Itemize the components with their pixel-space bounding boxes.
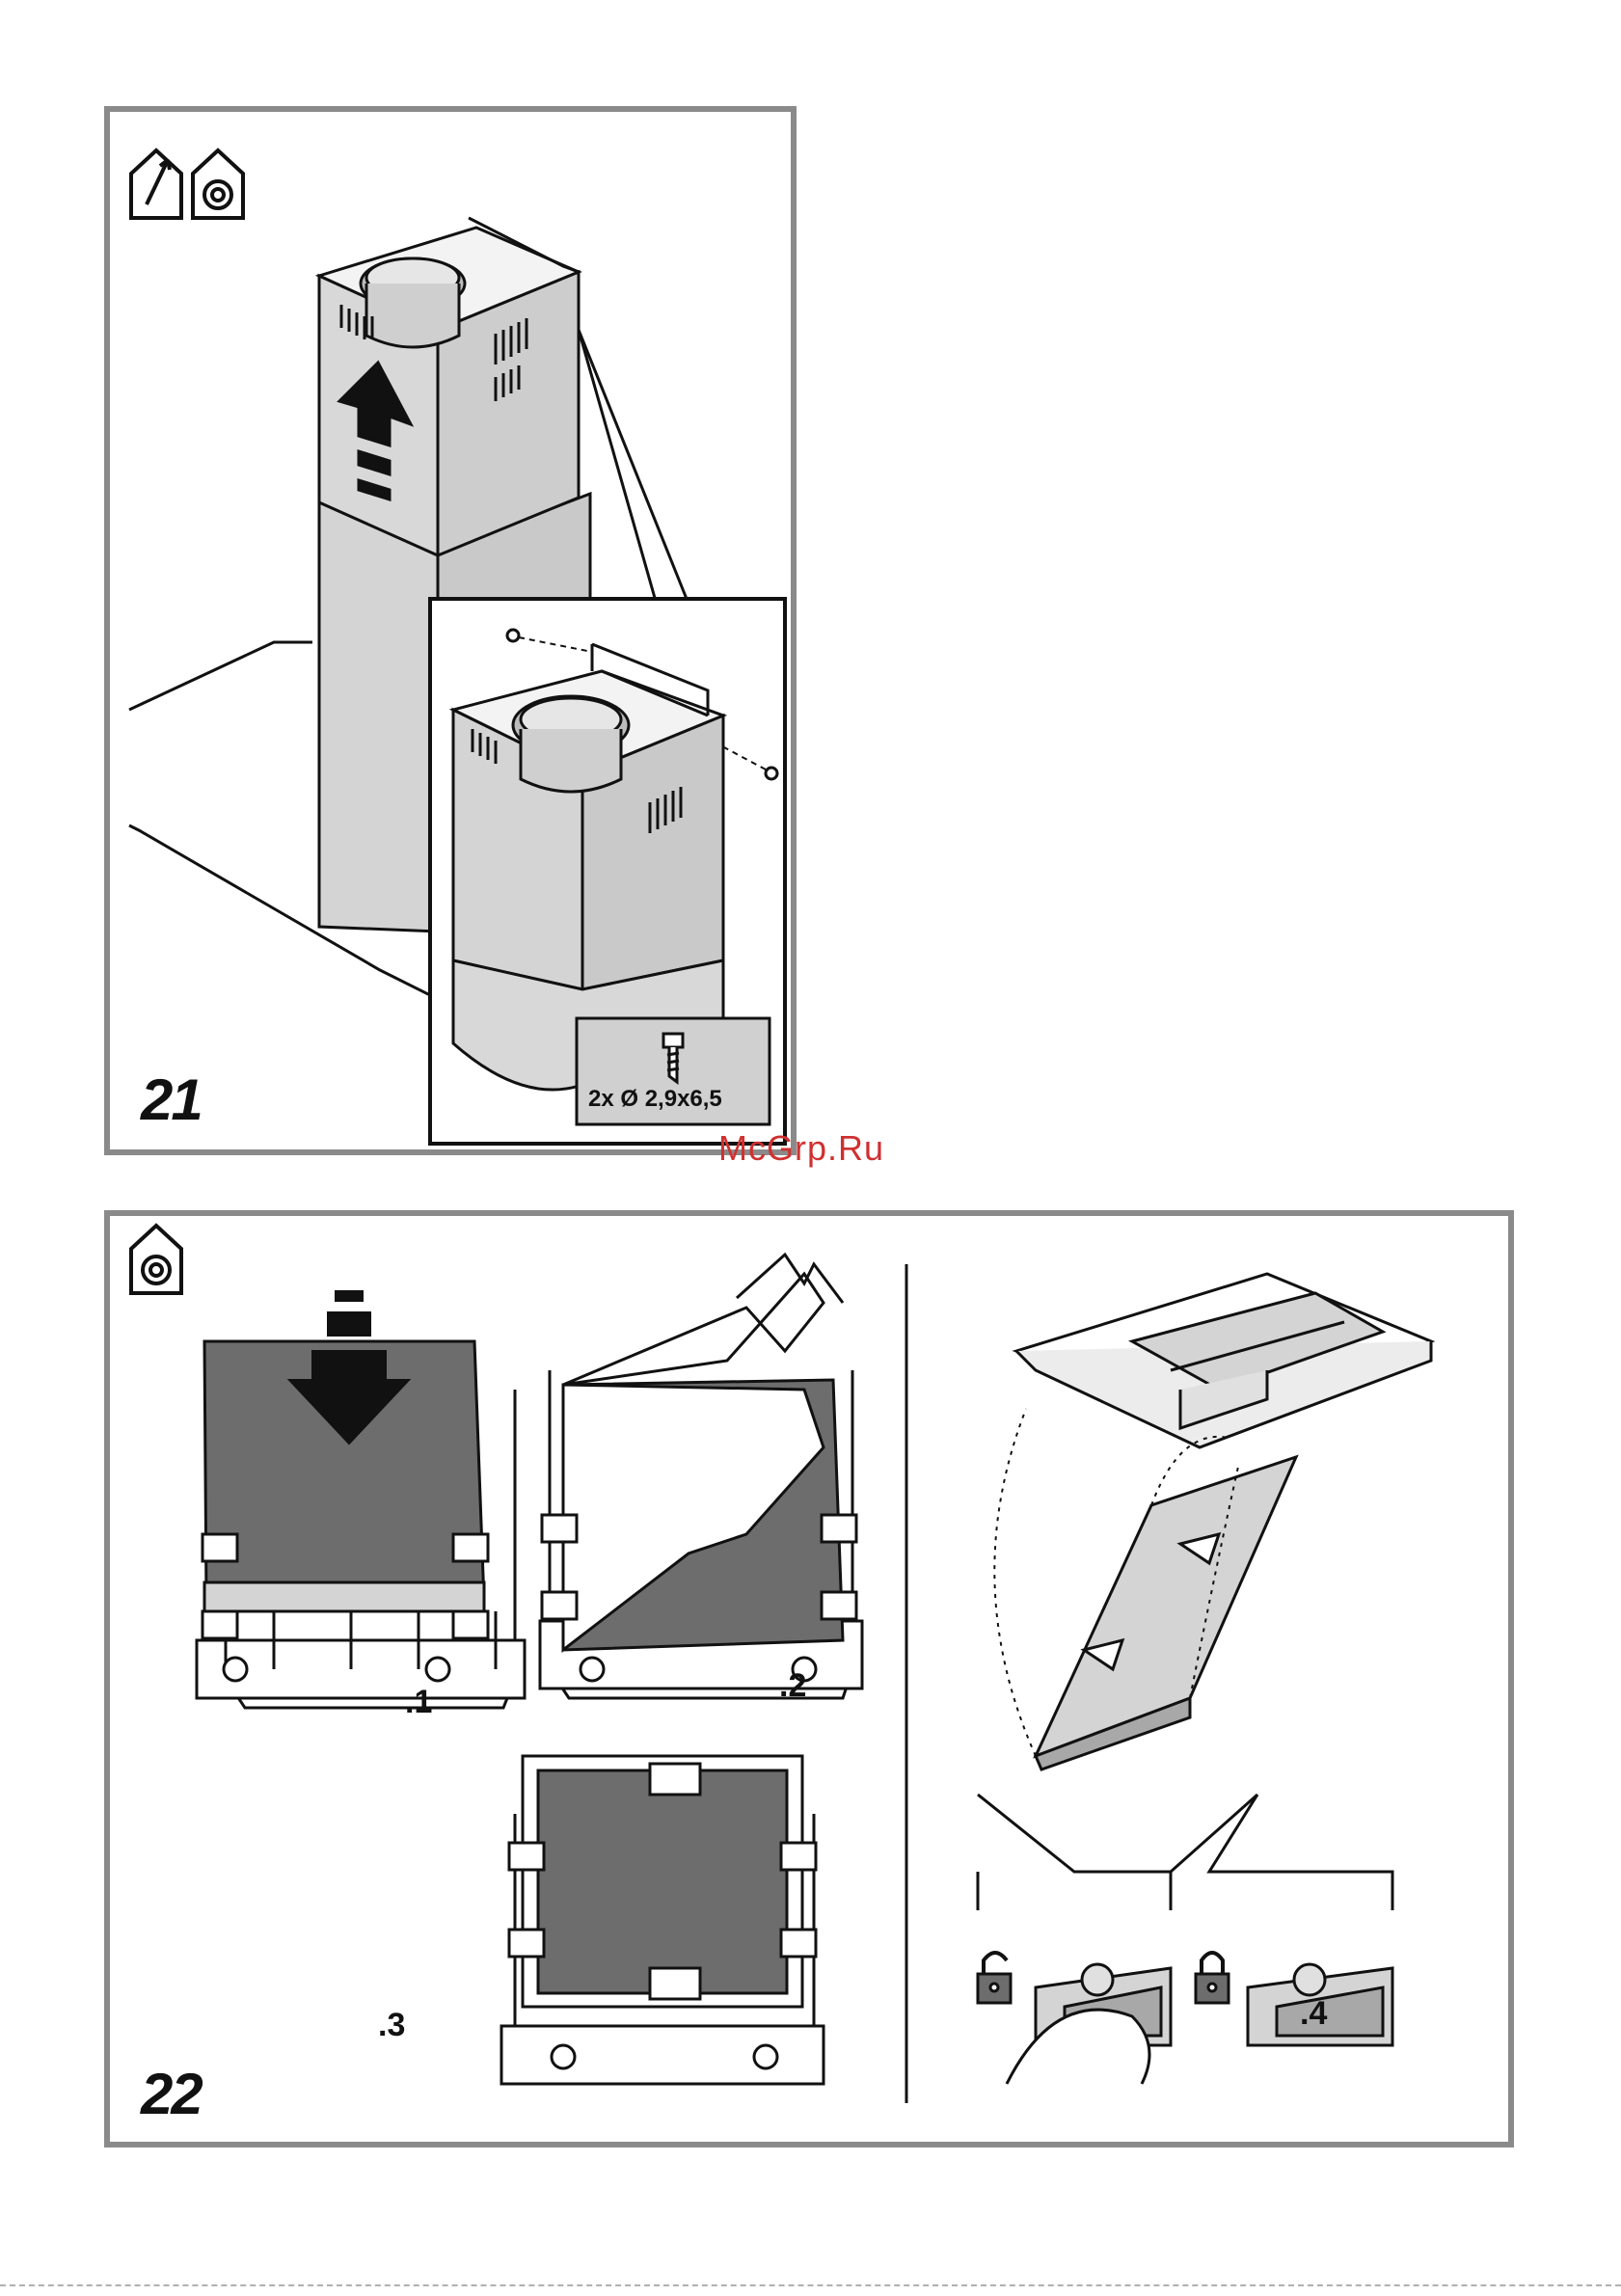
figure-22-number: 22 [141,2061,202,2127]
detail-inset [430,599,785,1144]
watermark: McGrp.Ru [718,1128,884,1169]
unlock-icon [978,1953,1011,2003]
unlock-detail [1007,1918,1176,2084]
page-bottom-rule [0,2284,1621,2286]
step-1-label: .1 [405,1684,432,1721]
lock-icon [1196,1953,1229,2003]
step-4-label: .4 [1300,1995,1327,2033]
lock-callout-lines [978,1795,1392,1910]
step-3-label: .3 [378,2007,405,2044]
step-3-illustration [501,1756,824,2084]
figure-21-number: 21 [141,1067,202,1133]
figure-21-panel: 2x Ø 2,9x6,5 21 [104,106,797,1155]
figure-22-panel: .1 .2 .3 .4 22 [104,1210,1514,2147]
ducted-extraction-icon [131,150,181,218]
step-2-illustration [540,1255,862,1698]
chimney-installation-illustration [110,112,791,1149]
detail-callout-lines [579,330,687,599]
filter-installation-illustration [110,1216,1508,2142]
step-2-label: .2 [779,1667,806,1705]
screw-spec-label: 2x Ø 2,9x6,5 [588,1086,722,1113]
recirculation-icon [193,150,243,218]
recirculation-icon [131,1226,181,1293]
step-4-illustration [1016,1274,1431,1769]
